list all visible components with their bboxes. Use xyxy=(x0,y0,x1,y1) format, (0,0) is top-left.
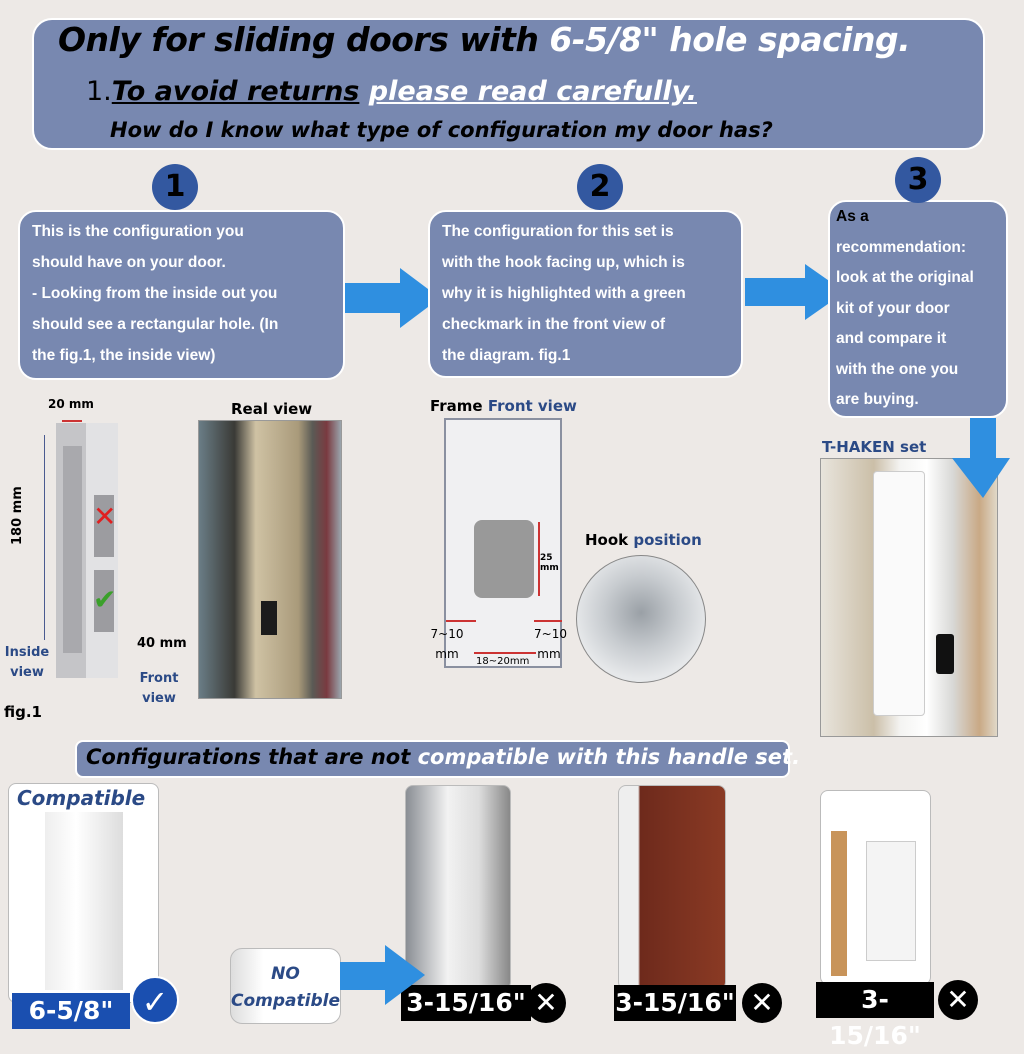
header-panel xyxy=(32,18,985,150)
step-3-line: are buying. xyxy=(836,391,919,408)
x-circle-icon: ✕ xyxy=(526,983,566,1023)
dimension-line xyxy=(534,620,562,622)
hook-photo xyxy=(576,555,706,683)
title-text: Only for sliding doors with xyxy=(58,20,550,59)
compatible-size-label: 6-5/8" xyxy=(12,993,130,1029)
x-mark-icon: ✕ xyxy=(93,500,117,533)
step-2-line: the diagram. fig.1 xyxy=(442,347,571,364)
incompatible-banner: Configurations that are not compatible w… xyxy=(75,740,800,778)
warning-line: 1.To avoid returns please read carefully… xyxy=(86,76,697,107)
title-highlight: 6-5/8" hole spacing. xyxy=(549,20,911,59)
arrow-right-icon xyxy=(745,264,845,320)
theaken-photo xyxy=(820,458,998,737)
dimension-line xyxy=(62,420,82,422)
front-view-label: Front view xyxy=(139,671,179,706)
incompatible-card-2 xyxy=(618,785,726,990)
x-circle-icon: ✕ xyxy=(938,980,978,1020)
inside-view-label: Inside view xyxy=(4,645,50,680)
dimension-line xyxy=(446,620,476,622)
step-3-line: As a xyxy=(836,208,869,225)
compatible-label: Compatible xyxy=(17,786,146,810)
step-2-line: checkmark in the front view of xyxy=(442,316,666,333)
check-circle-icon: ✓ xyxy=(131,976,179,1024)
arrow-right-icon xyxy=(340,945,425,1005)
step-1-box: This is the configuration you should have… xyxy=(18,210,345,380)
banner-text: Configurations that are not xyxy=(86,745,418,769)
theaken-label: T-HAKEN set xyxy=(822,438,927,456)
step-2-box: The configuration for this set is with th… xyxy=(428,210,743,378)
compatible-handle-image xyxy=(45,812,123,990)
door-hole xyxy=(261,601,277,635)
no-label: NO xyxy=(271,964,300,984)
real-view-photo xyxy=(198,420,342,699)
step-1-line: - Looking from the inside out you xyxy=(32,285,278,302)
fig1-diagram: 20 mm ✕ ✔ 180 mm 40 mm Inside view Front… xyxy=(0,390,190,721)
step-1-line: should see a rectangular hole. (In xyxy=(32,316,279,333)
step-3-line: with the one you xyxy=(836,360,959,378)
arrow-right-icon xyxy=(345,268,440,328)
dimension-line xyxy=(474,652,536,654)
correct-hole xyxy=(94,570,114,632)
width-dimension: 20 mm xyxy=(48,397,94,411)
step-number-3: 3 xyxy=(895,157,941,203)
hook-hole xyxy=(474,520,534,598)
step-3-line: kit of your door xyxy=(836,299,950,317)
arrows-layer xyxy=(340,264,1010,1005)
real-view-label: Real view xyxy=(231,400,313,418)
left-margin-dimension: 7~10 mm xyxy=(430,627,464,661)
step-2-line: why it is highlighted with a green xyxy=(442,285,686,302)
step-3-line: and compare it xyxy=(836,330,947,347)
warning-text: To avoid returns xyxy=(111,76,360,107)
step-1-line: This is the configuration you xyxy=(32,223,244,240)
frame-diagram: 25 mm 7~10 mm 7~10 mm 18~20mm xyxy=(431,418,567,668)
step-number-1: 1 xyxy=(152,164,198,210)
inside-channel xyxy=(63,446,82,653)
hook-label: Hook xyxy=(585,531,634,549)
list-number: 1. xyxy=(86,76,112,107)
right-margin-dimension: 7~10 mm xyxy=(534,627,567,661)
position-label: position xyxy=(633,531,702,549)
incompatible-card-3 xyxy=(820,790,931,985)
step-1-line: the fig.1, the inside view) xyxy=(32,347,216,364)
arrow-down-icon xyxy=(952,418,1010,498)
step-1-line: should have on your door. xyxy=(32,254,226,271)
frame-title: Frame Front view xyxy=(430,397,577,415)
wood-handle-image xyxy=(831,831,847,976)
question-text: How do I know what type of configuration… xyxy=(110,118,773,142)
hole-height-dimension: 25 mm xyxy=(540,553,559,573)
compatible-card: Compatible xyxy=(8,783,159,1003)
height-line xyxy=(44,435,45,640)
hole-width-dimension: 18~20mm xyxy=(476,656,530,667)
compatible-label: Compatible xyxy=(231,991,340,1011)
step-number-2: 2 xyxy=(577,164,623,210)
bottom-dimension: 40 mm xyxy=(137,636,187,651)
dimension-line xyxy=(538,522,540,596)
wrong-hole xyxy=(94,495,114,557)
handle-image xyxy=(873,471,925,716)
front-view-label: Front view xyxy=(487,397,577,415)
no-compatible-box: NO Compatible xyxy=(230,948,341,1024)
incompatible-size-label-1: 3-15/16" xyxy=(401,985,531,1021)
step-2-line: with the hook facing up, which is xyxy=(442,254,685,271)
banner-highlight: compatible with this handle set. xyxy=(417,745,801,769)
step-3-line: look at the original xyxy=(836,269,974,286)
lock-image xyxy=(936,634,954,674)
hook-title: Hook position xyxy=(585,531,702,549)
step-3-box: As a recommendation: look at the original k… xyxy=(828,200,1008,418)
frame-label: Frame xyxy=(430,397,488,415)
checkmark-icon: ✔ xyxy=(93,583,117,616)
step-2-line: The configuration for this set is xyxy=(442,223,674,240)
incompatible-size-label-2: 3-15/16" xyxy=(614,985,736,1021)
incompatible-card-1 xyxy=(405,785,511,990)
figure-caption: fig.1 xyxy=(4,703,42,721)
step-3-line: recommendation: xyxy=(836,238,967,256)
handle-plate-image xyxy=(866,841,916,961)
x-circle-icon: ✕ xyxy=(742,983,782,1023)
warning-highlight: please read carefully. xyxy=(368,76,697,107)
page-title: Only for sliding doors with 6-5/8" hole … xyxy=(58,20,911,59)
